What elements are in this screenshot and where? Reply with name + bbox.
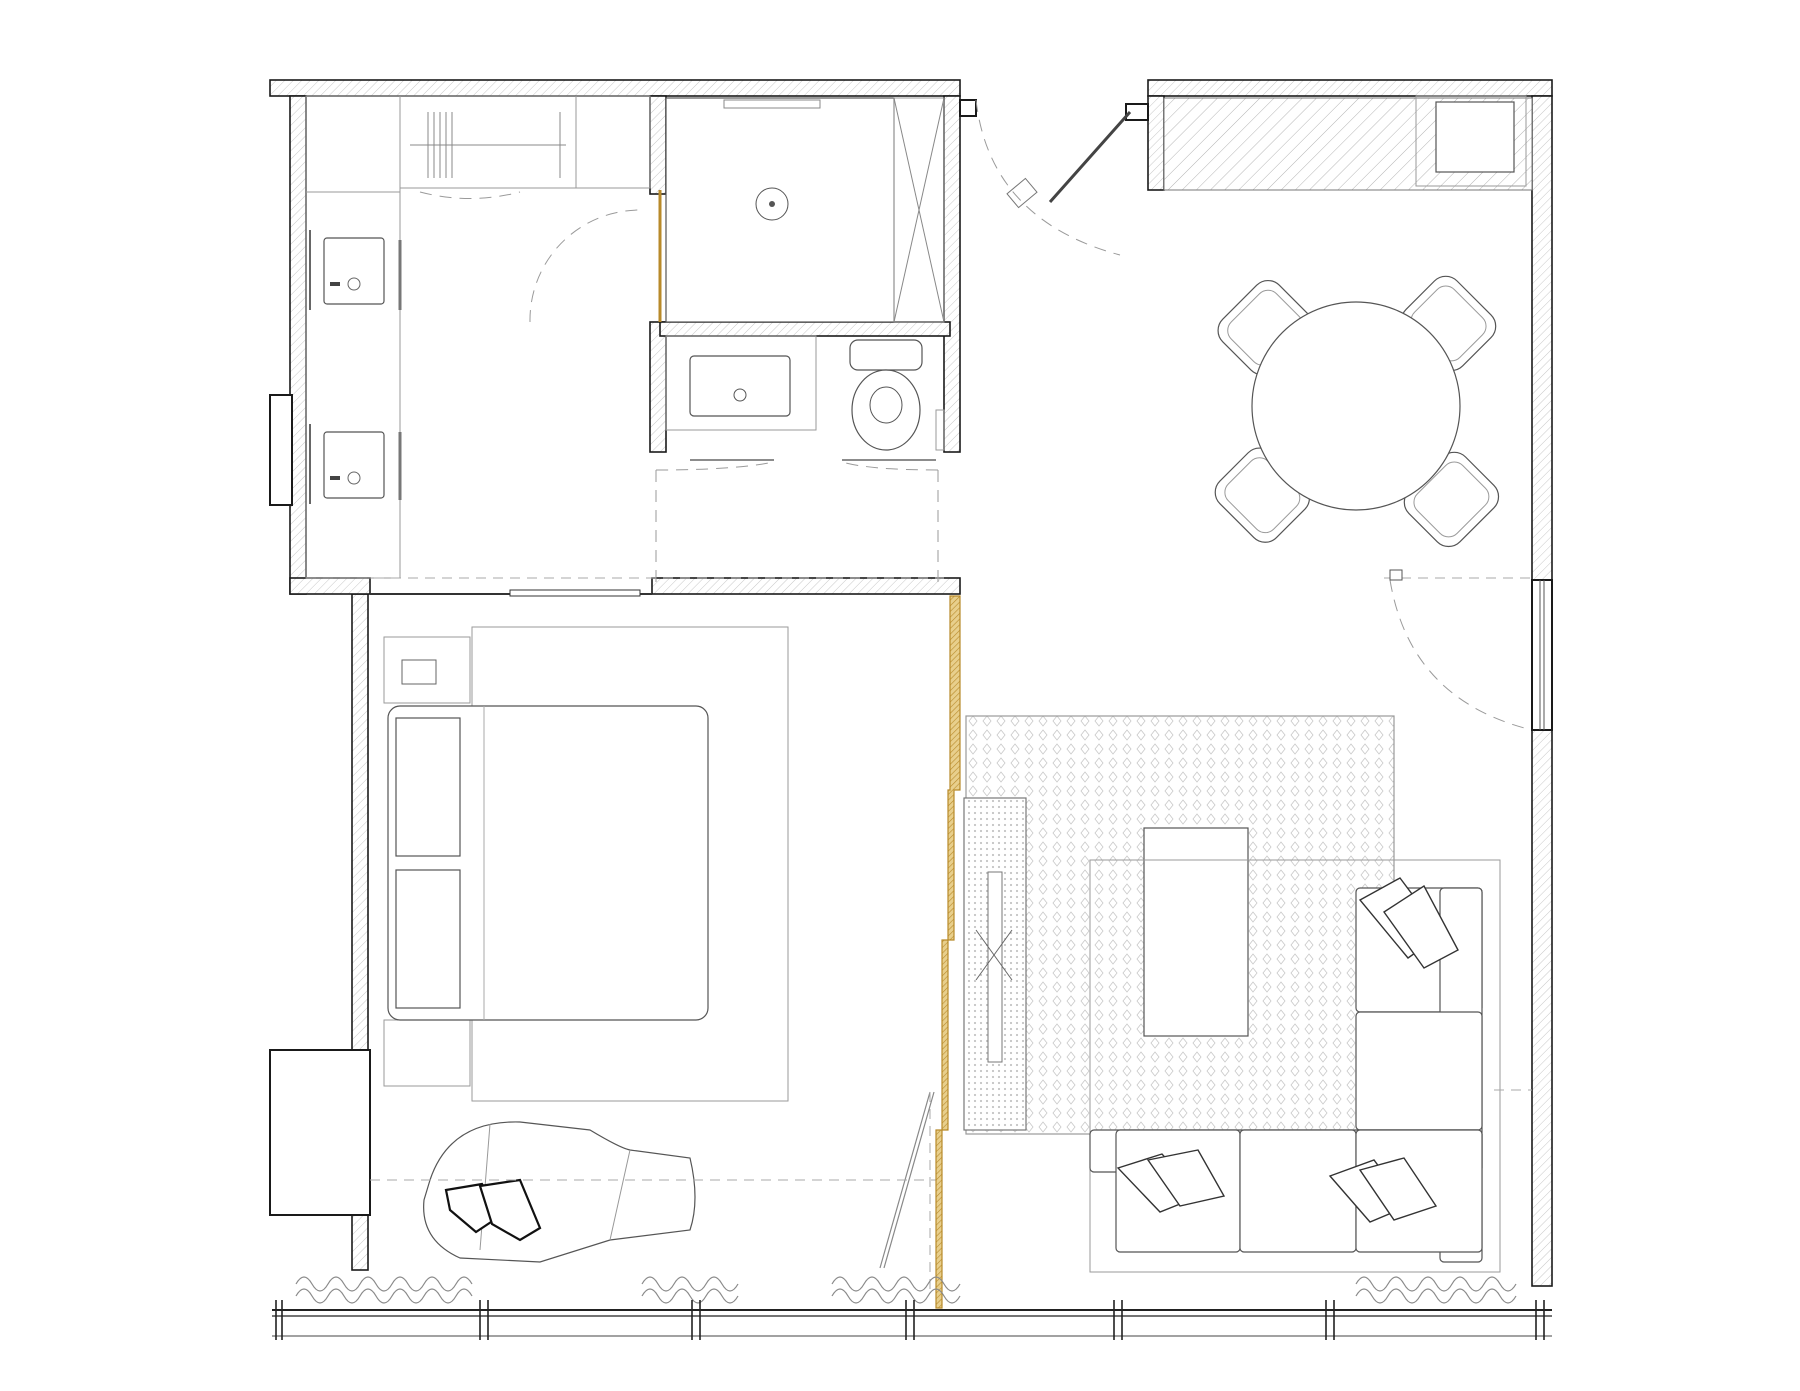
sofa-cushion-4 (1146, 1149, 1226, 1207)
kitchenette-sink (1435, 101, 1515, 173)
shower-drain (755, 187, 789, 221)
double-bed (387, 705, 709, 1021)
wc-basin (689, 355, 791, 417)
left-wall-bath (289, 95, 307, 595)
window-curtains (295, 1276, 1517, 1304)
living-dining (959, 95, 1553, 1273)
wardrobe-door-swing (419, 191, 521, 199)
kitchen-left-wall (1147, 95, 1165, 191)
accent-slat-partition (935, 595, 961, 1309)
bath-niche (575, 95, 651, 189)
wc-toilet (849, 339, 923, 451)
left-lower-block (269, 1049, 371, 1216)
nightstand-top (383, 636, 471, 704)
sofa-cushion-6 (1358, 1157, 1438, 1221)
entrance-door (959, 99, 1149, 256)
bath-bottom-wall-b (651, 577, 961, 595)
bath-door-swing (529, 209, 641, 323)
pillow-1 (395, 717, 461, 857)
shower-left-wall-top (649, 95, 667, 195)
top-wall-left (269, 79, 961, 97)
vanity-sink-2 (309, 424, 385, 504)
balcony-door (1384, 569, 1553, 731)
bedside-lamp (401, 659, 437, 685)
bath-bottom-wall-a (289, 577, 371, 595)
vanity-sink-1 (309, 230, 385, 310)
lounge-cushion-2 (478, 1178, 542, 1242)
lounge-chair (423, 1121, 696, 1263)
wc-left-wall (649, 321, 667, 453)
bath-right-wall (943, 95, 961, 453)
coffee-table (1143, 827, 1249, 1037)
shower-head-bar (723, 99, 821, 109)
sofa-seat-2 (1239, 1129, 1357, 1253)
sofa-cushion-2 (1383, 884, 1459, 969)
wardrobe-rail (410, 112, 566, 178)
right-wall-upper (1531, 95, 1553, 581)
dining-set (1214, 275, 1500, 548)
pillow-2 (395, 869, 461, 1009)
wc-door-swing-left (655, 461, 775, 582)
walls (269, 79, 1553, 1287)
wardrobe-left (305, 95, 401, 193)
l-sofa (1089, 859, 1501, 1273)
wardrobe (399, 95, 577, 189)
sofa-seat-right (1355, 1011, 1483, 1131)
media-bench (963, 797, 1027, 1131)
left-window (269, 394, 293, 506)
bedroom (370, 626, 940, 1290)
shower-tray (665, 97, 895, 323)
shower-storage (893, 97, 945, 323)
right-wall-lower (1531, 729, 1553, 1287)
sliding-door-panel (509, 589, 641, 597)
wc-door-swing-right (841, 461, 939, 582)
shower-bottom-wall (659, 321, 951, 337)
round-dining-table (1251, 301, 1461, 511)
bathroom (305, 95, 945, 582)
top-wall-right (1147, 79, 1553, 97)
wc-vanity (665, 335, 817, 431)
double-vanity-counter (305, 191, 401, 579)
nightstand-bottom (383, 1019, 471, 1087)
sofa-outline (1089, 859, 1501, 1273)
facade-glazing (272, 1300, 1552, 1340)
